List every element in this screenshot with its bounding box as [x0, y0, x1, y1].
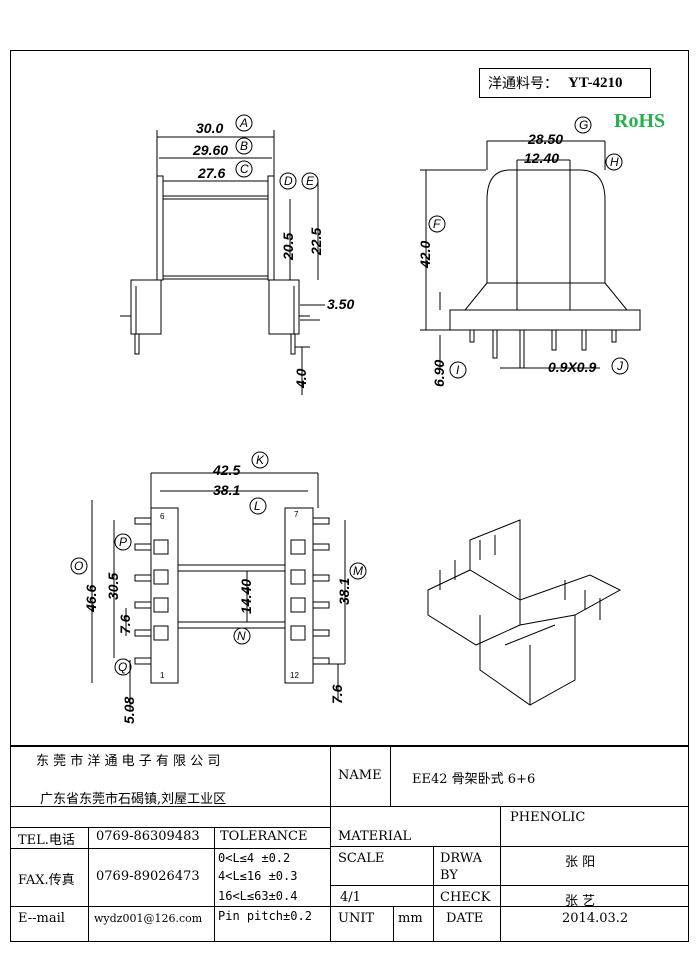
marker-N: N	[237, 629, 246, 643]
top-view	[91, 472, 346, 710]
drawn-value: 张 阳	[565, 855, 596, 870]
unit-label: UNIT	[338, 911, 375, 926]
dim-I: 6.90	[431, 360, 447, 387]
unit-value: mm	[398, 911, 423, 926]
front-view	[120, 130, 325, 395]
part-number-box: 洋通料号： YT-4210	[479, 68, 651, 98]
marker-L: L	[254, 499, 261, 513]
part-number: YT-4210	[568, 74, 623, 91]
drawn-label-1: DRWA	[440, 851, 483, 866]
dim-7-6-left: 7.6	[117, 614, 133, 634]
marker-G: G	[579, 118, 588, 132]
dim-G: 28.50	[527, 131, 563, 147]
tolerance-row-2: 4<L≤16 ±0.3	[218, 869, 298, 883]
marker-E: E	[306, 174, 315, 188]
fax-value: 0769-89026473	[96, 869, 200, 884]
pin-number-1: 1	[160, 671, 165, 680]
dim-A: 30.0	[196, 120, 223, 136]
dim-M: 38.1	[336, 578, 352, 605]
check-value: 张 艺	[565, 894, 596, 909]
marker-A: A	[239, 116, 248, 130]
tolerance-row-4: Pin pitch±0.2	[218, 909, 312, 923]
dim-F: 42.0	[417, 241, 433, 269]
scale-value: 4/1	[340, 890, 361, 905]
pin-number-12: 12	[290, 671, 299, 680]
tel-label: TEL.电话	[18, 833, 75, 848]
material-label: MATERIAL	[338, 829, 412, 844]
dimension-labels: 30.0 29.60 27.6 20.5 22.5 3.50 4.0 28.50…	[83, 120, 596, 724]
name-value: EE42 骨架卧式 6+6	[412, 772, 536, 787]
dim-4-0: 4.0	[293, 368, 309, 389]
marker-M: M	[353, 564, 363, 578]
scale-label: SCALE	[338, 851, 385, 866]
drawn-label-2: BY	[440, 868, 458, 883]
isometric-view	[427, 519, 622, 706]
marker-F: F	[433, 217, 441, 231]
rohs-mark: RoHS	[614, 110, 666, 132]
tolerance-row-1: 0<L≤4 ±0.2	[218, 851, 291, 865]
company-address: 广东省东莞市石碣镇,刘屋工业区	[40, 792, 227, 807]
tel-value: 0769-86309483	[96, 829, 200, 844]
pin-numbers: 6 7 1 12	[160, 510, 299, 680]
dim-O: 46.6	[83, 585, 99, 613]
email-value: wydz001@126.com	[94, 912, 203, 925]
marker-K: K	[256, 453, 265, 467]
dim-7-6-right: 7.6	[329, 684, 345, 704]
side-view	[420, 140, 641, 370]
dim-L: 38.1	[213, 482, 240, 498]
marker-C: C	[240, 162, 249, 176]
tolerance-label: TOLERANCE	[220, 829, 308, 844]
dim-B: 29.60	[192, 142, 228, 158]
tolerance-row-3: 16<L≤63±0.4	[218, 889, 298, 903]
date-label: DATE	[446, 911, 484, 926]
dim-22-5: 22.5	[308, 228, 324, 256]
marker-Q: Q	[118, 660, 127, 674]
date-value: 2014.03.2	[562, 911, 629, 926]
dim-K: 42.5	[212, 462, 240, 478]
pin-number-7: 7	[294, 510, 299, 519]
marker-J: J	[616, 359, 624, 373]
marker-B: B	[240, 139, 248, 153]
email-label: E--mail	[18, 911, 65, 926]
dim-H: 12.40	[524, 150, 559, 166]
marker-I: I	[456, 363, 460, 377]
material-value: PHENOLIC	[510, 810, 586, 825]
marker-H: H	[610, 155, 619, 169]
fax-label: FAX.传真	[18, 873, 75, 888]
marker-letters: A B C D E F G H I J K L M N O P Q	[74, 116, 624, 674]
dim-5-08: 5.08	[121, 697, 137, 724]
dim-J: 0.9X0.9	[548, 359, 596, 375]
name-label: NAME	[338, 768, 382, 783]
dim-P: 30.5	[105, 573, 121, 600]
dim-20-5: 20.5	[280, 233, 296, 261]
company-name: 东 莞 市 洋 通 电 子 有 限 公 司	[36, 754, 221, 769]
marker-P: P	[119, 535, 127, 549]
marker-D: D	[284, 174, 293, 188]
reference-markers	[70, 114, 629, 676]
check-label: CHECK	[440, 890, 491, 905]
dim-14-40: 14.40	[238, 579, 254, 614]
dim-C: 27.6	[197, 165, 225, 181]
drawing-frame	[10, 50, 689, 942]
marker-O: O	[74, 559, 83, 573]
dim-3-50: 3.50	[327, 296, 354, 312]
part-number-label: 洋通料号：	[488, 76, 558, 92]
pin-number-6: 6	[160, 512, 165, 521]
